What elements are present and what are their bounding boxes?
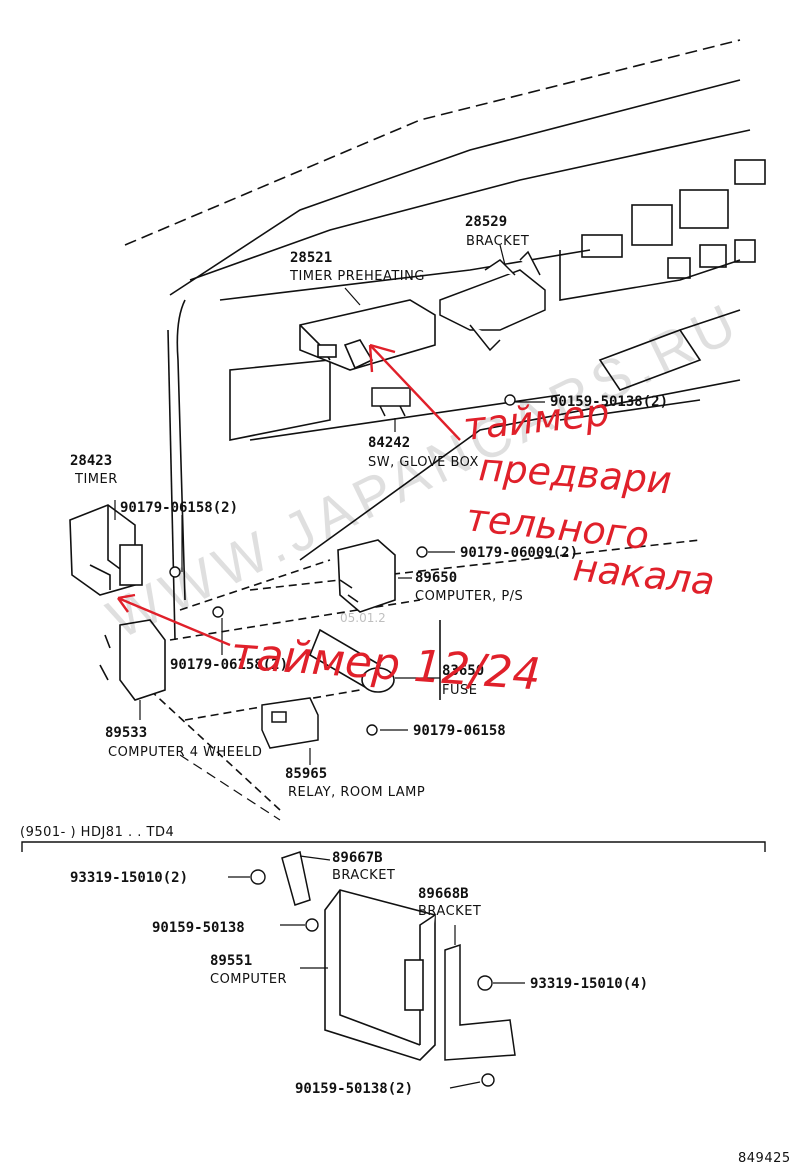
- bracket-89668-part: [444, 943, 516, 1061]
- timer-28423-part: [69, 504, 143, 596]
- section-label: (9501- ) HDJ81 . . TD4: [20, 825, 174, 840]
- label-90179-a: 90179-06158(2): [120, 500, 238, 516]
- leader-lines-upper: [114, 244, 545, 765]
- section-bracket: [21, 841, 766, 852]
- label-89551-name: COMPUTER: [210, 972, 287, 987]
- handwritten-line-2: предвари: [477, 445, 673, 502]
- label-89551: 89551: [210, 953, 252, 969]
- label-89668-name: BRACKET: [418, 904, 481, 919]
- label-28529: 28529: [465, 214, 507, 230]
- label-89668: 89668B: [418, 886, 469, 902]
- label-93319-a: 93319-15010(2): [70, 870, 188, 886]
- label-28521: 28521: [290, 250, 332, 266]
- relay-part: [261, 697, 319, 749]
- label-89667: 89667B: [332, 850, 383, 866]
- label-90159-a: 90159-50138(2): [550, 394, 668, 410]
- label-84242-name: SW, GLOVE BOX: [368, 455, 479, 470]
- bracket-89667-part: [281, 851, 311, 906]
- label-89533: 89533: [105, 725, 147, 741]
- computer-ps-part: [337, 539, 396, 613]
- label-84242: 84242: [368, 435, 410, 451]
- red-arrow-upper: [368, 343, 461, 441]
- label-90179-c: 90179-06158(2): [170, 657, 288, 673]
- dashboard-outline: [124, 39, 766, 811]
- label-93319-b: 93319-15010(4): [530, 976, 648, 992]
- fasteners-lower: [250, 869, 495, 1087]
- label-28529-name: BRACKET: [466, 234, 529, 249]
- label-89650-name: COMPUTER, P/S: [415, 589, 523, 604]
- label-83650-name: FUSE: [442, 683, 477, 698]
- glove-box-switch-part: [371, 387, 411, 417]
- label-90159-c: 90159-50138(2): [295, 1081, 413, 1097]
- computer-89551-part: [324, 889, 436, 1061]
- timer-preheating-part: [299, 299, 436, 371]
- bracket-28529-part: [439, 250, 546, 352]
- label-90159-b: 90159-50138: [152, 920, 245, 936]
- label-89533-name: COMPUTER 4 WHEELD: [108, 745, 262, 760]
- watermark-date: 05.01.2: [340, 611, 386, 625]
- fasteners-upper: [169, 394, 516, 736]
- label-90179-b: 90179-06009(2): [460, 545, 578, 561]
- fuse-part: [309, 628, 395, 693]
- label-28423: 28423: [70, 453, 112, 469]
- label-83650: 83650: [442, 663, 484, 679]
- leader-lines-lower: [228, 855, 525, 1089]
- handwritten-line-4: накала: [571, 545, 717, 604]
- label-89667-name: BRACKET: [332, 868, 395, 883]
- dashed-leader: [179, 754, 281, 821]
- label-28521-name: TIMER PREHEATING: [289, 269, 425, 284]
- label-85965: 85965: [285, 766, 327, 782]
- red-arrow-lower: [117, 593, 231, 647]
- handwritten-line-5: таймер 12/24: [229, 628, 542, 701]
- label-90179-d: 90179-06158: [413, 723, 506, 739]
- label-85965-name: RELAY, ROOM LAMP: [288, 785, 425, 800]
- diagram-reference-number: 849425: [738, 1151, 791, 1166]
- handwritten-line-1: таймер: [461, 390, 611, 449]
- computer-4wd-part: [99, 619, 166, 701]
- label-28423-name: TIMER: [74, 472, 118, 487]
- label-89650: 89650: [415, 570, 457, 586]
